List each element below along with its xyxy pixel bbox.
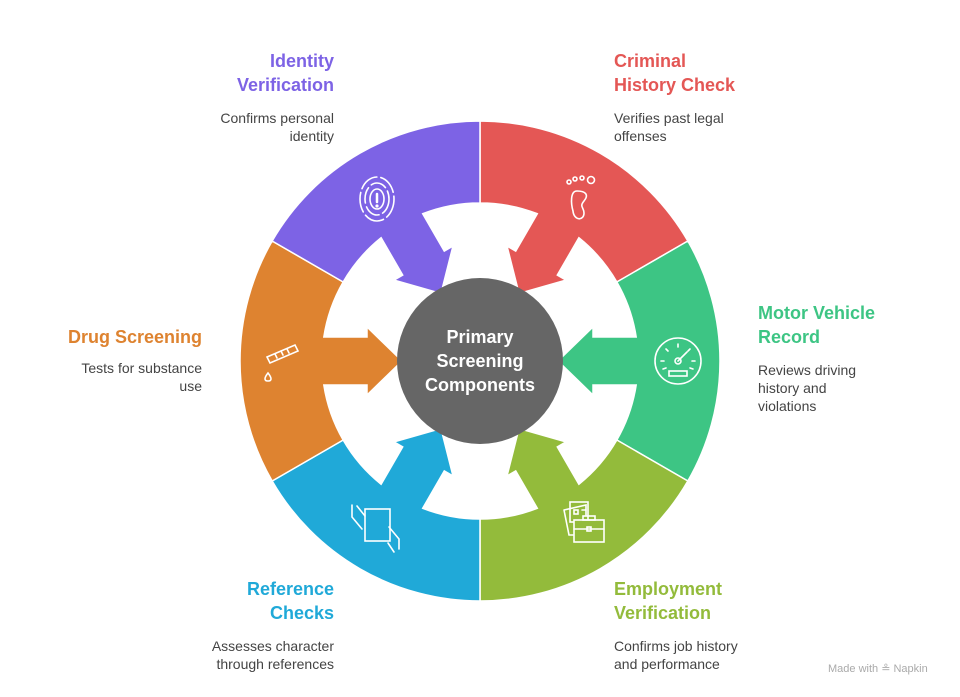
made-with-napkin-badge[interactable]: Made with ≗ Napkin <box>828 662 928 675</box>
napkin-logo-icon: ≗ <box>881 663 891 675</box>
test-tube-icon <box>264 343 300 382</box>
title-line: Drug Screening <box>67 327 202 347</box>
segment-drug-screening <box>239 239 404 483</box>
desc-line: through references <box>216 656 334 672</box>
center-label-line: Components <box>425 375 535 395</box>
desc-line: Tests for substance <box>81 360 202 376</box>
center-label: Primary Screening Components <box>400 325 560 397</box>
desc-line: Verifies past legal <box>614 110 724 126</box>
center-label-line: Screening <box>436 351 524 371</box>
footer-brand: Napkin <box>893 663 928 675</box>
desc-line: use <box>179 378 202 394</box>
title-line: Checks <box>269 603 334 623</box>
title-line: History Check <box>614 75 736 95</box>
desc-line: Confirms job history <box>614 638 738 654</box>
description: Assesses character through references <box>134 637 334 673</box>
title-line: Motor Vehicle <box>758 303 876 323</box>
desc-line: identity <box>289 128 334 144</box>
desc-line: Confirms personal <box>220 110 334 126</box>
center-label-line: Primary <box>446 327 514 347</box>
description: Reviews driving history and violations <box>758 361 958 415</box>
label-drug-screening: Drug Screening Tests for substance use <box>2 325 202 395</box>
title-line: Reference <box>246 579 334 599</box>
desc-line: Assesses character <box>211 638 334 654</box>
description: Confirms job history and performance <box>614 637 814 673</box>
fingerprint-icon <box>359 176 395 222</box>
footprint-icon <box>566 175 596 220</box>
title-line: Identity <box>269 51 334 71</box>
title-line: Record <box>758 327 821 347</box>
desc-line: violations <box>758 398 817 414</box>
briefcase-documents-icon <box>563 501 605 543</box>
desc-line: offenses <box>614 128 667 144</box>
desc-line: and performance <box>614 656 720 672</box>
description: Tests for substance use <box>2 359 202 395</box>
description: Verifies past legal offenses <box>614 109 814 145</box>
desc-line: Reviews driving <box>758 362 857 378</box>
title-line: Criminal <box>614 51 687 71</box>
center-circle <box>397 278 563 444</box>
hands-tablet-icon <box>351 504 400 553</box>
desc-line: history and <box>758 380 827 396</box>
title: Drug Screening <box>2 325 202 349</box>
speedometer-icon <box>654 337 702 385</box>
footer-text: Made with <box>828 663 879 675</box>
title-line: Employment <box>614 579 723 599</box>
description: Confirms personal identity <box>134 109 334 145</box>
title-line: Verification <box>614 603 712 623</box>
title-line: Verification <box>236 75 334 95</box>
